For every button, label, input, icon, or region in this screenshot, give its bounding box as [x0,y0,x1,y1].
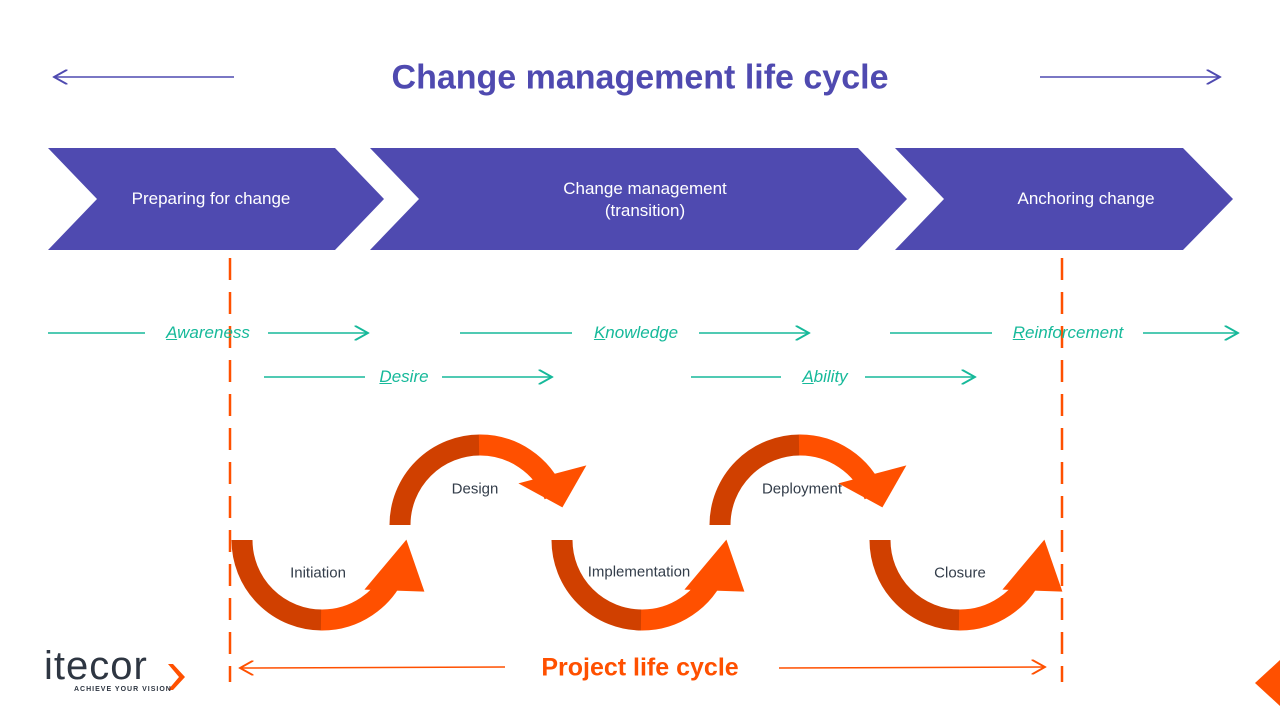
logo: itecor [44,644,148,688]
phase-preparing: Preparing for change [131,189,291,208]
cycle-arrowhead-icon [1002,539,1063,592]
adkar-awareness: Awareness [166,323,250,342]
corner-chevron [1255,660,1280,706]
logo-chevron-icon [168,664,185,690]
step-initiation: Initiation [290,564,346,582]
cycle-arrowhead-icon [518,465,587,508]
phase-transition: Change management(transition) [563,179,727,220]
adkar-reinforcement: Reinforcement [1012,323,1124,342]
project-cycle-arrows [231,434,1063,631]
adkar-knowledge: Knowledge [593,323,679,342]
cycle-arc-start [869,539,961,631]
chevron-preparing [48,148,384,250]
chevron-transition [370,148,907,250]
page-title: Change management life cycle [391,58,889,97]
phase-anchoring: Anchoring change [1017,189,1155,208]
milestone-lines [228,258,1064,682]
step-closure: Closure [934,564,986,582]
adkar-ability: Ability [802,367,848,386]
adkar-arrows [48,333,1238,377]
adkar-desire: Desire [379,367,429,386]
cycle-arc-start [231,539,323,631]
cycle-arrowhead-icon [684,539,745,592]
logo-tagline: ACHIEVE YOUR VISION [74,686,172,693]
project-life-cycle-label: Project life cycle [541,653,739,682]
cycle-arc-start [389,434,481,526]
phase-chevrons [48,148,1233,250]
step-design: Design [451,480,499,498]
step-implementation: Implementation [587,563,691,581]
project-arrows [240,667,1045,668]
cycle-arrowhead-icon [364,539,425,592]
cycle-arrowhead-icon [838,465,907,508]
chevron-anchoring [895,148,1233,250]
step-deployment: Deployment [761,480,843,498]
cycle-arc-start [551,539,643,631]
cycle-arc-start [709,434,801,526]
